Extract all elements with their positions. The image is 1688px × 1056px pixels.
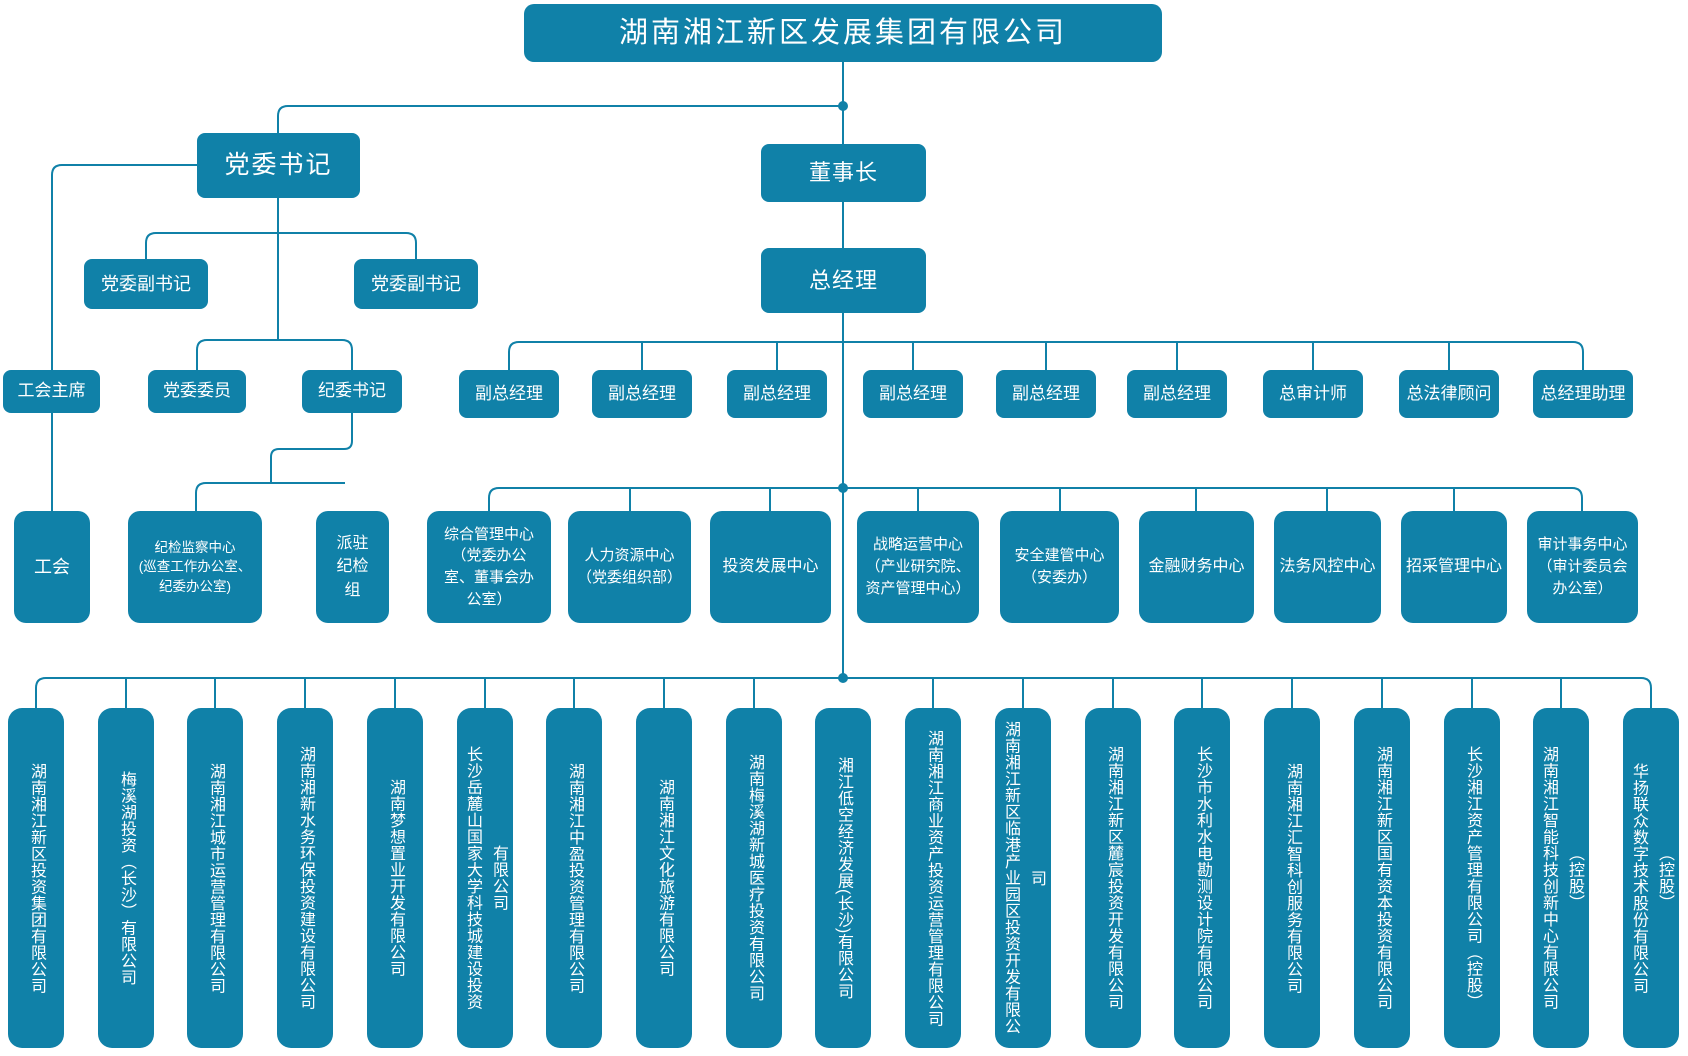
subsidiary-box: 华扬联众数字技术股份有限公司 （控股）	[1623, 708, 1679, 1048]
subsidiary-box: 湖南湘江商业资产投资运营管理有限公司	[905, 708, 961, 1048]
executive-box: 副总经理	[727, 370, 827, 418]
subsidiary-box: 湖南湘江中盈投资管理有限公司	[546, 708, 602, 1048]
subsidiary-name: 湖南湘江文化旅游有限公司	[656, 779, 673, 977]
discipline-rail	[195, 482, 345, 511]
executive-box: 副总经理	[592, 370, 692, 418]
subsidiary-box: 梅溪湖投资（长沙）有限公司	[98, 708, 154, 1048]
deputy-secretaries-rail	[145, 232, 417, 259]
subsidiary-name: 湖南湘江汇智科创服务有限公司	[1284, 762, 1301, 994]
subsidiary-box: 长沙市水利水电勘测设计院有限公司	[1174, 708, 1230, 1048]
executive-box: 副总经理	[1127, 370, 1227, 418]
subsidiary-name: 湖南湘江商业资产投资运营管理有限公司	[925, 729, 942, 1027]
subsidiaries-drops	[125, 678, 1562, 708]
subsidiary-name: 湖南梦想置业开发有限公司	[387, 779, 404, 977]
department-box-strategy-ops: 战略运营中心 （产业研究院、 资产管理中心）	[857, 511, 979, 623]
department-box-hr: 人力资源中心 （党委组织部）	[568, 511, 691, 623]
departments-drops	[629, 488, 1455, 511]
department-box-procurement: 招采管理中心	[1401, 511, 1507, 623]
subsidiary-box: 湖南梦想置业开发有限公司	[367, 708, 423, 1048]
subsidiary-box: 湘江低空经济发展(长沙)有限公司	[815, 708, 871, 1048]
branch-to-party-secretary	[277, 105, 843, 133]
subsidiary-box: 湖南湘江智能科技创新中心有限公司 （控股）	[1533, 708, 1589, 1048]
department-box-audit: 审计事务中心 （审计委员会 办公室）	[1527, 511, 1638, 623]
subsidiary-name: 湖南梅溪湖新城医疗投资有限公司	[746, 754, 763, 1002]
subsidiary-name: 湖南湘江城市运营管理有限公司	[207, 762, 224, 994]
party-secretary-box: 党委书记	[197, 133, 360, 198]
departments-rail	[488, 487, 1583, 511]
subsidiary-box: 湖南湘江城市运营管理有限公司	[187, 708, 243, 1048]
subsidiary-name: 梅溪湖投资（长沙）有限公司	[118, 770, 135, 986]
subsidiary-box: 湖南湘江新区投资集团有限公司	[8, 708, 64, 1048]
executive-box: 副总经理	[863, 370, 963, 418]
executive-box: 副总经理	[996, 370, 1096, 418]
union-chairman-box: 工会主席	[3, 370, 100, 413]
union-chairman-link	[51, 164, 197, 370]
subsidiary-box: 长沙岳麓山国家大学科技城建设投资 有限公司	[457, 708, 513, 1048]
subsidiary-name: 华扬联众数字技术股份有限公司 （控股）	[1630, 762, 1673, 994]
executive-box: 副总经理	[459, 370, 559, 418]
subsidiary-name: 湖南湘江新区投资集团有限公司	[28, 762, 45, 994]
junction-dot	[838, 483, 848, 493]
subsidiary-box: 湖南梅溪湖新城医疗投资有限公司	[726, 708, 782, 1048]
subsidiary-name: 湖南湘江中盈投资管理有限公司	[566, 762, 583, 994]
chairman-box: 董事长	[761, 144, 926, 202]
subsidiary-box: 湖南湘新水务环保投资建设有限公司	[277, 708, 333, 1048]
subsidiary-name: 湖南湘江智能科技创新中心有限公司 （控股）	[1540, 746, 1583, 1010]
chief-legal-counsel-box: 总法律顾问	[1399, 370, 1499, 418]
discipline-secretary-box: 纪委书记	[302, 370, 402, 413]
party-committee-member-box: 党委委员	[148, 370, 246, 413]
department-box-union: 工会	[14, 511, 90, 623]
department-box-finance: 金融财务中心	[1139, 511, 1254, 623]
subsidiary-box: 湖南湘江新区麓宸投资开发有限公司	[1085, 708, 1141, 1048]
subsidiary-name: 长沙岳麓山国家大学科技城建设投资 有限公司	[464, 746, 507, 1010]
department-box-discipline-center: 纪检监察中心 (巡查工作办公室、 纪委办公室)	[128, 511, 262, 623]
subsidiary-box: 湖南湘江新区国有资本投资有限公司	[1354, 708, 1410, 1048]
junction-dot	[838, 673, 848, 683]
department-box-dispatched-discipline: 派驻 纪检 组	[316, 511, 389, 623]
subsidiary-box: 湖南湘江新区临港产业园区投资开发有限公司	[995, 708, 1051, 1048]
subsidiary-box: 长沙湘江资产管理有限公司（控股）	[1444, 708, 1500, 1048]
department-box-investment-dev: 投资发展中心	[710, 511, 831, 623]
department-box-legal-risk: 法务风控中心	[1274, 511, 1381, 623]
root-company-box: 湖南湘江新区发展集团有限公司	[524, 4, 1162, 62]
subsidiary-name: 湖南湘新水务环保投资建设有限公司	[297, 746, 314, 1010]
discipline-step	[270, 412, 353, 483]
party-row-rail	[196, 339, 353, 370]
general-manager-box: 总经理	[761, 248, 926, 313]
gm-assistant-box: 总经理助理	[1533, 370, 1633, 418]
subsidiary-name: 湖南湘江新区国有资本投资有限公司	[1374, 746, 1391, 1010]
deputy-party-secretary-box: 党委副书记	[84, 259, 208, 309]
department-box-safety: 安全建管中心 （安委办）	[1000, 511, 1119, 623]
subsidiary-name: 长沙市水利水电勘测设计院有限公司	[1194, 746, 1211, 1010]
subsidiary-name: 长沙湘江资产管理有限公司（控股）	[1464, 746, 1481, 1010]
subsidiary-box: 湖南湘江文化旅游有限公司	[636, 708, 692, 1048]
deputy-party-secretary-box: 党委副书记	[354, 259, 478, 309]
subsidiary-name: 湘江低空经济发展(长沙)有限公司	[835, 756, 852, 1000]
subsidiary-name: 湖南湘江新区麓宸投资开发有限公司	[1105, 746, 1122, 1010]
executives-drops	[641, 342, 1450, 370]
chief-auditor-box: 总审计师	[1263, 370, 1363, 418]
subsidiary-box: 湖南湘江汇智科创服务有限公司	[1264, 708, 1320, 1048]
junction-dot	[838, 101, 848, 111]
department-box-general-admin: 综合管理中心 （党委办公 室、董事会办 公室）	[427, 511, 551, 623]
subsidiary-name: 湖南湘江新区临港产业园区投资开发有限公司	[1002, 721, 1045, 1035]
